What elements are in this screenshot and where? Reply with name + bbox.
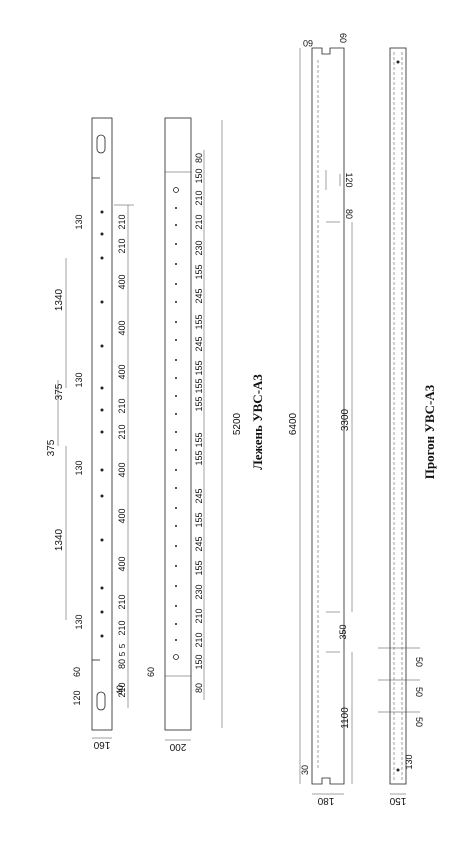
p2-seg-1: 150 bbox=[194, 168, 204, 183]
p1-seg-7: 210 bbox=[117, 398, 127, 413]
p1-seg-6: 400 bbox=[117, 364, 127, 379]
p3-small-3: 60 bbox=[303, 38, 313, 48]
part2-segment-labels: 80 150 210 210 230 155 245 155 245 155 1… bbox=[194, 153, 204, 693]
p2-length: 5200 bbox=[232, 412, 243, 435]
p4-dim-0: 50 bbox=[414, 657, 424, 667]
p2-seg-14: 245 bbox=[194, 488, 204, 503]
p2-seg-15: 155 bbox=[194, 512, 204, 527]
p3-width: 180 bbox=[317, 795, 334, 806]
p1-span-0: 1340 bbox=[54, 288, 65, 311]
p2-seg-13: 155 bbox=[194, 450, 204, 465]
p1-seg-5: 400 bbox=[117, 320, 127, 335]
part1-holes bbox=[100, 210, 104, 638]
p1-seg-12: 210 bbox=[117, 594, 127, 609]
p2-seg-8: 245 bbox=[194, 336, 204, 351]
p2-seg-12: 155 bbox=[194, 432, 204, 447]
p3-small-2: 120 bbox=[344, 172, 354, 187]
p2-seg-0: 80 bbox=[194, 153, 204, 163]
p1-small-6: 40 bbox=[115, 685, 125, 695]
p2-width: 200 bbox=[169, 741, 186, 752]
p1-seg-11: 400 bbox=[117, 556, 127, 571]
p2-seg-17: 155 bbox=[194, 560, 204, 575]
p3-length: 6400 bbox=[288, 412, 299, 435]
p4-width: 150 bbox=[389, 795, 406, 806]
p3-small-4: 60 bbox=[338, 33, 348, 43]
p2-seg-18: 230 bbox=[194, 584, 204, 599]
p1-seg-9: 400 bbox=[117, 462, 127, 477]
p1-seg-1: 210 bbox=[117, 238, 127, 253]
p2-seg-16: 245 bbox=[194, 536, 204, 551]
title-progon: Прогон УВС-А3 bbox=[422, 384, 437, 479]
p1-seg-4: 400 bbox=[117, 274, 127, 289]
p4-dim-2: 50 bbox=[414, 717, 424, 727]
p4-dim-1: 50 bbox=[414, 687, 424, 697]
p2-seg-9: 155 bbox=[194, 360, 204, 375]
p1-span-2: 375 bbox=[46, 439, 57, 456]
p2-seg-22: 80 bbox=[194, 683, 204, 693]
p2-seg-2: 210 bbox=[194, 190, 204, 205]
p1-seg-8: 210 bbox=[117, 424, 127, 439]
p2-seg-10: 155 bbox=[194, 378, 204, 393]
p1-span-3: 1340 bbox=[54, 528, 65, 551]
p3-span-0: 3300 bbox=[340, 408, 351, 431]
p3-small-0: 30 bbox=[300, 765, 310, 775]
beam-part-1: 210 210 400 400 400 210 210 400 400 400 … bbox=[46, 117, 134, 750]
p1-small-7: 80 bbox=[117, 659, 127, 669]
p2-seg-11: 155 bbox=[194, 396, 204, 411]
p1-small-3: 130 bbox=[74, 614, 84, 629]
beam-part-4: 50 50 50 130 150 Прогон УВС-А3 bbox=[378, 47, 437, 806]
part1-segment-labels: 210 210 400 400 400 210 210 400 400 400 … bbox=[117, 214, 127, 697]
p4-dim-3: 130 bbox=[404, 754, 414, 769]
part2-holes bbox=[175, 207, 177, 641]
p1-small-2: 130 bbox=[74, 460, 84, 475]
p1-width: 160 bbox=[93, 739, 110, 750]
p2-seg-20: 210 bbox=[194, 632, 204, 647]
p2-seg-7: 155 bbox=[194, 314, 204, 329]
beam-part-3: 6400 3300 1100 350 30 80 120 60 60 180 bbox=[288, 33, 354, 806]
p1-span-1: 375 bbox=[54, 383, 65, 400]
p1-small-1: 130 bbox=[74, 372, 84, 387]
p1-seg-10: 400 bbox=[117, 508, 127, 523]
p3-small-1: 80 bbox=[344, 209, 354, 219]
p1-small-5: 60 bbox=[72, 667, 82, 677]
p1-seg-0: 210 bbox=[117, 214, 127, 229]
p2-seg-19: 210 bbox=[194, 608, 204, 623]
p1-small-0: 130 bbox=[74, 214, 84, 229]
beam-part-2: 80 150 210 210 230 155 245 155 245 155 1… bbox=[146, 117, 265, 752]
p1-small-8: 5 bbox=[118, 643, 127, 648]
p1-small-4: 120 bbox=[72, 690, 82, 705]
slot-bottom bbox=[96, 691, 106, 711]
title-lezhen: Лежень УВС-А3 bbox=[250, 374, 265, 470]
slot-top bbox=[96, 134, 106, 154]
p3-span-1: 1100 bbox=[340, 707, 351, 729]
p1-small-9: 5 bbox=[118, 651, 127, 656]
p2-seg-5: 155 bbox=[194, 264, 204, 279]
p2-seg-4: 230 bbox=[194, 240, 204, 255]
p1-seg-13: 210 bbox=[117, 620, 127, 635]
p2-seg-6: 245 bbox=[194, 288, 204, 303]
p1-seg-14: 210 bbox=[117, 682, 127, 697]
p2-small-0: 60 bbox=[146, 667, 156, 677]
p2-seg-3: 210 bbox=[194, 214, 204, 229]
p3-span-2: 350 bbox=[338, 624, 348, 639]
p2-seg-21: 150 bbox=[194, 654, 204, 669]
